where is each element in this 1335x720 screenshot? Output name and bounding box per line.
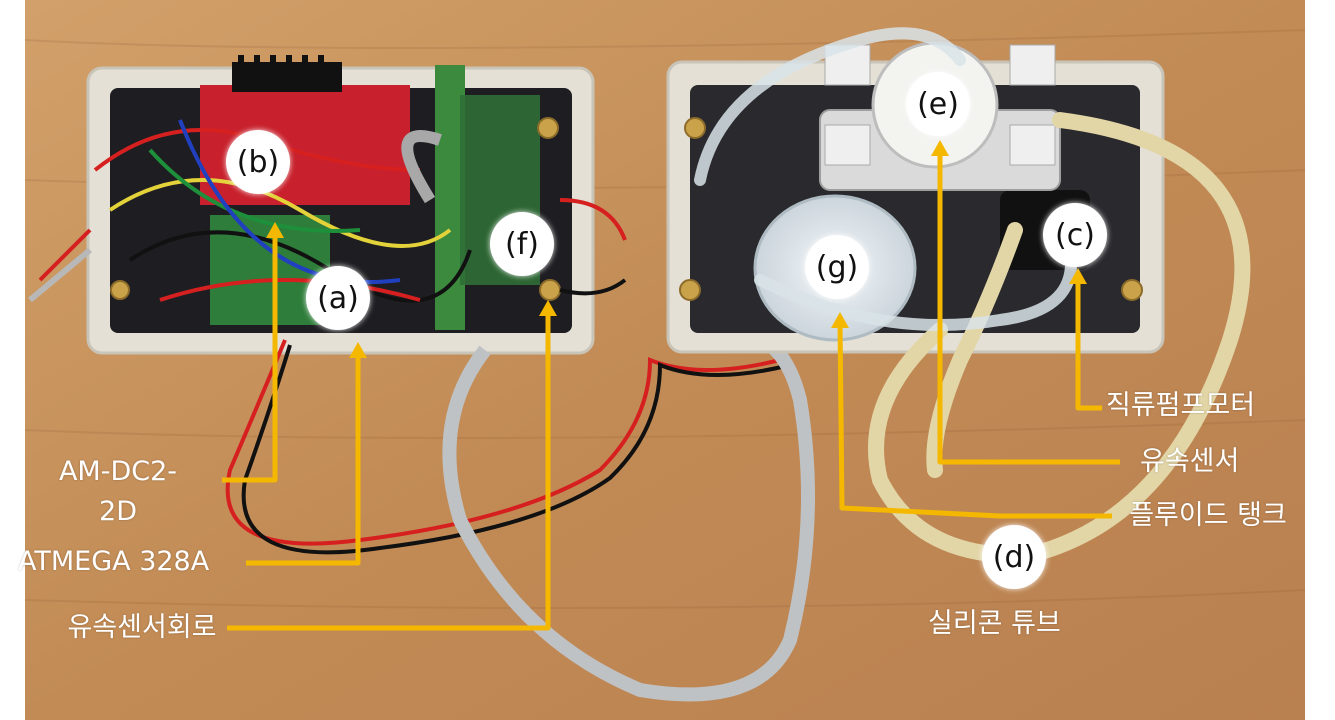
label-fluid-tank: 플루이드 탱크 <box>1129 500 1287 531</box>
label-flow-sensor: 유속센서 <box>1140 446 1240 477</box>
marker-d: (d) <box>982 525 1046 589</box>
label-atmega: ATMEGA 328A <box>18 546 210 577</box>
left-enclosure <box>28 55 627 355</box>
leader-atmega <box>246 352 361 566</box>
label-silicone-tube: 실리콘 튜브 <box>928 608 1061 639</box>
marker-a: (a) <box>306 266 370 330</box>
marker-c: (c) <box>1043 203 1107 267</box>
label-flow-sensor-circuit: 유속센서회로 <box>67 612 217 643</box>
marker-f: (f) <box>490 212 554 276</box>
label-dc-pump-motor: 직류펌프모터 <box>1106 390 1256 421</box>
marker-g: (g) <box>805 235 869 299</box>
marker-b: (b) <box>226 130 290 194</box>
leader-fluid-tank <box>837 321 1112 519</box>
leader-am-dc2 <box>222 232 278 483</box>
label-am-dc2: AM-DC2-2D <box>58 456 178 527</box>
leader-flow-sensor <box>937 150 1120 465</box>
leader-dc-pump <box>1075 278 1102 411</box>
leader-flow-circuit <box>227 310 551 631</box>
marker-e: (e) <box>906 72 970 136</box>
